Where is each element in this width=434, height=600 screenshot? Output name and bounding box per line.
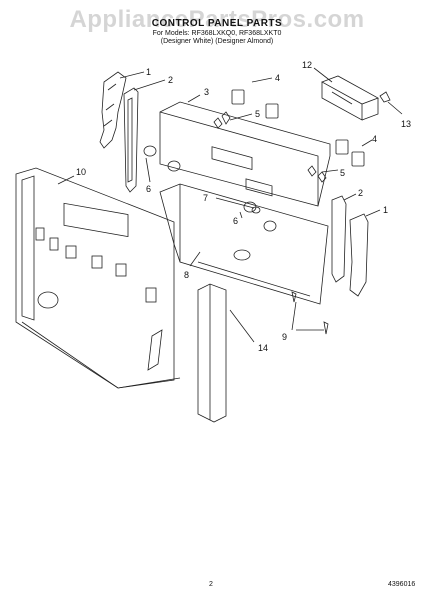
leader-8 <box>189 251 201 267</box>
callout-6-left: 6 <box>146 184 151 194</box>
leader-13 <box>387 101 403 115</box>
callout-8: 8 <box>184 270 189 280</box>
part-1-right-end-cap <box>349 213 369 297</box>
part-9-screws <box>291 291 329 335</box>
model-numbers: For Models: RF368LXKQ0, RF368LXKT0 <box>152 30 282 37</box>
part-5-clips <box>213 111 327 183</box>
part-4-upper-knobs <box>231 89 365 167</box>
document-number: 4396016 <box>388 581 416 588</box>
leader-1-right <box>365 209 381 217</box>
diagram-header: CONTROL PANEL PARTS For Models: RF368LXK… <box>0 8 434 45</box>
leader-6-left <box>145 157 151 183</box>
callout-1-left: 1 <box>146 67 151 77</box>
watermark: AppliancePartsPros.com <box>69 6 365 33</box>
part-1-left-end-cap <box>99 71 127 149</box>
leader-12 <box>313 67 333 83</box>
callout-1-right: 1 <box>383 205 388 215</box>
callout-14: 14 <box>258 343 268 353</box>
leader-7 <box>215 197 255 209</box>
part-10-back-guard <box>15 167 181 389</box>
part-6-knobs <box>143 145 277 232</box>
part-7-switch-housing <box>251 206 261 214</box>
callout-3: 3 <box>204 87 209 97</box>
part-14-channel <box>197 283 227 423</box>
leader-5-top <box>229 113 253 121</box>
leader-4-top <box>251 77 273 83</box>
leader-5-right <box>321 169 339 173</box>
page-number: 2 <box>209 581 213 588</box>
leader-3 <box>187 94 201 103</box>
callout-4-top: 4 <box>275 73 280 83</box>
callout-10: 10 <box>76 167 86 177</box>
callout-9: 9 <box>282 332 287 342</box>
leader-14 <box>229 309 255 343</box>
callout-12: 12 <box>302 60 312 70</box>
part-13-screw <box>379 91 391 103</box>
callout-2-right: 2 <box>358 188 363 198</box>
callout-6-right: 6 <box>233 216 238 226</box>
part-2-left-bracket <box>123 87 139 193</box>
part-12-clock-display <box>321 75 379 121</box>
leader-6-right <box>239 211 243 219</box>
callout-2-left: 2 <box>168 75 173 85</box>
callout-13: 13 <box>401 119 411 129</box>
leader-1-left <box>119 71 145 79</box>
diagram-title: CONTROL PANEL PARTS <box>151 18 283 29</box>
leader-9a <box>291 301 297 331</box>
callout-7: 7 <box>203 193 208 203</box>
part-2-right-bracket <box>331 195 347 283</box>
callout-5-top: 5 <box>255 109 260 119</box>
callout-4-right: 4 <box>372 134 377 144</box>
part-3-console-panel <box>159 101 331 207</box>
leader-4-right <box>361 139 373 147</box>
leader-10 <box>57 175 75 185</box>
leader-2-left <box>133 79 166 91</box>
color-variants: (Designer White) (Designer Almond) <box>160 38 274 45</box>
callout-5-right: 5 <box>340 168 345 178</box>
leader-2-right <box>343 193 357 201</box>
